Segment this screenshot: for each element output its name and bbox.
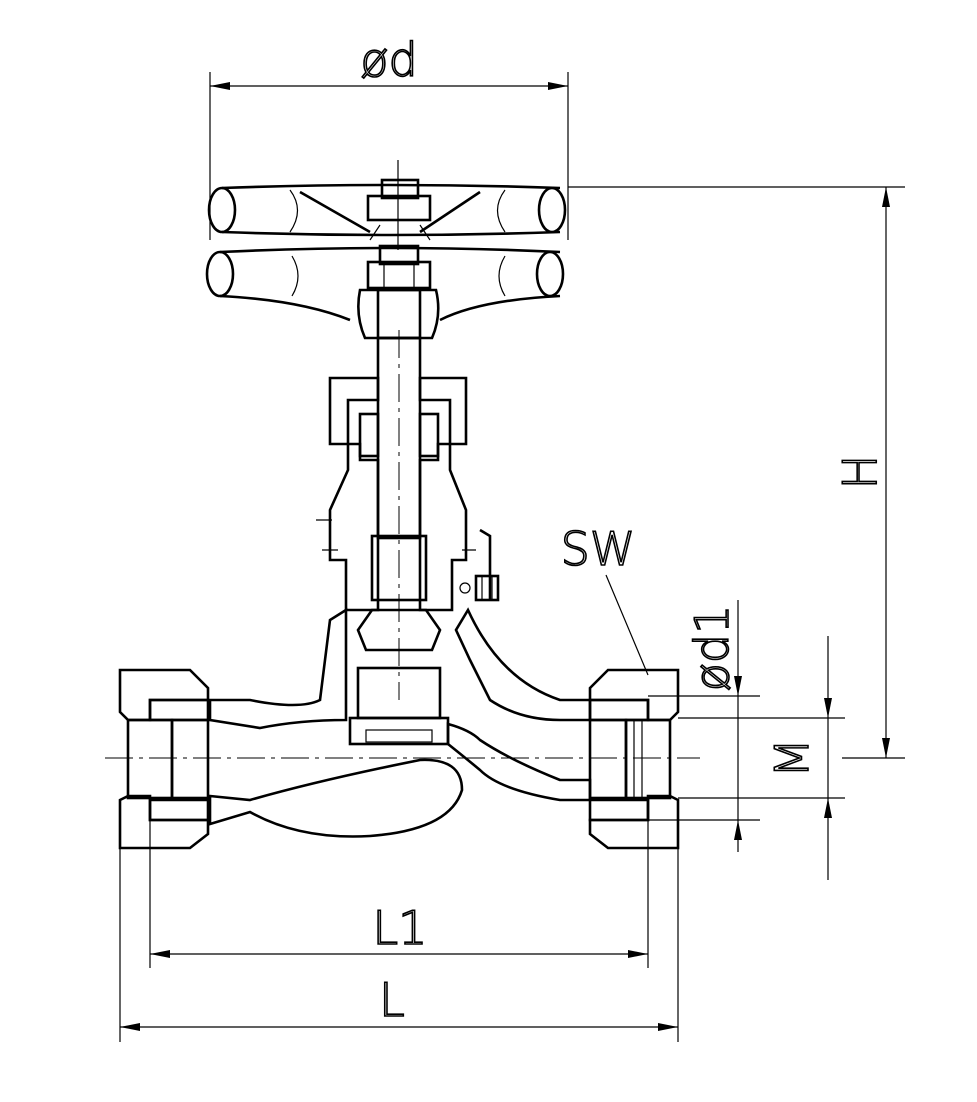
dimension-h: H bbox=[568, 186, 905, 759]
valve-disc bbox=[348, 608, 450, 746]
dimension-m: M bbox=[678, 636, 845, 880]
label-od: ød bbox=[360, 33, 417, 87]
dimension-sw: SW bbox=[560, 521, 649, 676]
valve-stem bbox=[376, 330, 422, 700]
bonnet bbox=[316, 376, 500, 612]
label-sw: SW bbox=[561, 522, 636, 576]
dimension-l: L bbox=[119, 848, 679, 1042]
handwheel-upper bbox=[207, 160, 567, 250]
label-h: H bbox=[833, 455, 887, 490]
label-l: L bbox=[379, 973, 405, 1027]
dimension-od1: ød1 bbox=[648, 600, 760, 852]
right-union-nut bbox=[588, 668, 680, 850]
label-l1: L1 bbox=[373, 901, 428, 955]
handwheel-lower bbox=[205, 244, 565, 340]
valve-body bbox=[208, 607, 592, 838]
label-m: M bbox=[765, 738, 819, 778]
label-od1: ød1 bbox=[685, 605, 739, 692]
dimension-l1: L1 bbox=[149, 820, 649, 968]
dimension-od: ød bbox=[209, 32, 569, 240]
left-union-nut bbox=[118, 668, 210, 850]
